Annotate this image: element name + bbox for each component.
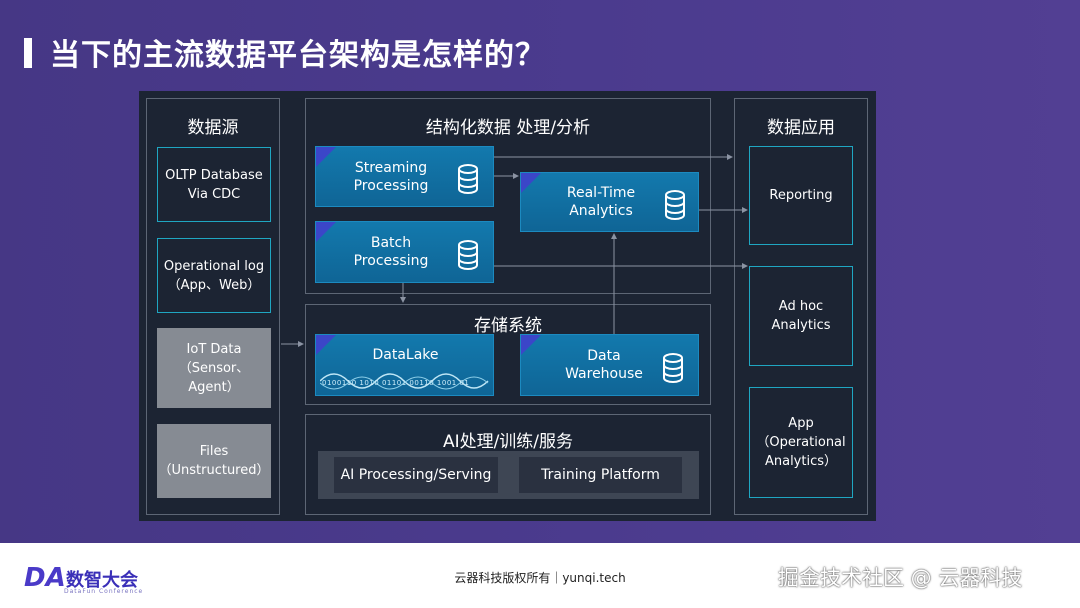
database-icon	[665, 190, 685, 220]
warehouse-line1: Data	[587, 348, 621, 364]
apps-column: 数据应用	[734, 98, 868, 515]
source-iot-line2: （Sensor、	[178, 360, 250, 376]
source-iot: IoT Data （Sensor、 Agent）	[157, 328, 271, 408]
box-corner-accent	[316, 222, 336, 242]
source-oltp: OLTP Database Via CDC	[157, 147, 271, 222]
logo-subtitle: DataFun Conference	[64, 588, 144, 595]
app-reporting-label: Reporting	[769, 188, 833, 203]
source-files: Files （Unstructured）	[157, 424, 271, 498]
data-warehouse-box: Data Warehouse	[520, 334, 699, 396]
footer	[0, 543, 1080, 608]
source-operational-log: Operational log （App、Web）	[157, 238, 271, 313]
box-corner-accent	[316, 147, 336, 167]
processing-column: 结构化数据 处理/分析	[305, 98, 711, 294]
database-icon	[458, 240, 478, 270]
copyright-text: 云器科技版权所有｜yunqi.tech	[454, 571, 626, 585]
app-operational-line3: Analytics）	[764, 454, 838, 469]
logo-mark: DA	[24, 563, 66, 593]
database-icon	[663, 353, 683, 383]
datalake-label: DataLake	[372, 347, 439, 363]
page-title: 当下的主流数据平台架构是怎样的？	[50, 38, 546, 73]
watermark-text: 掘金技术社区 @ 云器科技	[778, 566, 1023, 590]
streaming-processing-box: Streaming Processing	[315, 146, 494, 207]
source-log-line2: （App、Web）	[167, 277, 261, 293]
streaming-line1: Streaming	[354, 159, 428, 176]
sources-column: 数据源	[146, 98, 280, 515]
training-platform: Training Platform	[519, 457, 682, 493]
sources-column-title: 数据源	[187, 118, 239, 138]
source-log-line1: Operational log	[163, 258, 265, 274]
storage-column-title: 存储系统	[474, 316, 542, 336]
realtime-analytics-box: Real-Time Analytics	[520, 172, 699, 232]
box-corner-accent	[316, 335, 336, 355]
storage-column: 存储系统	[305, 304, 711, 405]
ai-processing-serving: AI Processing/Serving	[334, 457, 498, 493]
source-oltp-line1: OLTP Database	[165, 167, 263, 183]
apps-column-title: 数据应用	[767, 118, 835, 138]
ai-column: AI处理/训练/服务	[305, 414, 711, 515]
database-icon	[458, 164, 478, 194]
app-adhoc-analytics: Ad hoc Analytics	[749, 266, 853, 366]
batch-processing-box: Batch Processing	[315, 221, 494, 283]
source-iot-line3: Agent）	[188, 379, 240, 395]
box-corner-accent	[521, 173, 541, 193]
source-iot-line1: IoT Data	[186, 341, 242, 357]
batch-line1: Batch	[370, 235, 412, 251]
app-adhoc-line1: Ad hoc	[778, 299, 824, 314]
source-oltp-line2: Via CDC	[187, 186, 241, 202]
app-operational-analytics: App （Operational Analytics）	[749, 387, 853, 498]
app-reporting: Reporting	[749, 146, 853, 245]
realtime-line1: Real-Time	[566, 185, 636, 201]
source-files-line2: （Unstructured）	[158, 463, 270, 478]
realtime-line2: Analytics	[569, 203, 633, 219]
ai-column-title: AI处理/训练/服务	[442, 432, 574, 452]
datalake-bits: 0100110 1010 01101 00110 1001 01	[322, 379, 470, 387]
box-corner-accent	[521, 335, 541, 355]
batch-line2: Processing	[353, 253, 429, 269]
app-operational-line1: App	[788, 416, 814, 431]
app-operational-line2: （Operational	[756, 435, 846, 450]
processing-column-title: 结构化数据 处理/分析	[425, 118, 591, 138]
source-files-line1: Files	[199, 444, 229, 459]
streaming-line2: Processing	[353, 177, 429, 194]
datalake-box: DataLake 0100110 1010 01101 00110 1001 0…	[315, 334, 494, 396]
warehouse-line2: Warehouse	[565, 366, 643, 382]
data-wave-icon	[320, 373, 489, 390]
app-adhoc-line2: Analytics	[771, 318, 831, 333]
title-accent-bar	[24, 38, 32, 68]
logo-name: 数智大会	[66, 570, 138, 591]
